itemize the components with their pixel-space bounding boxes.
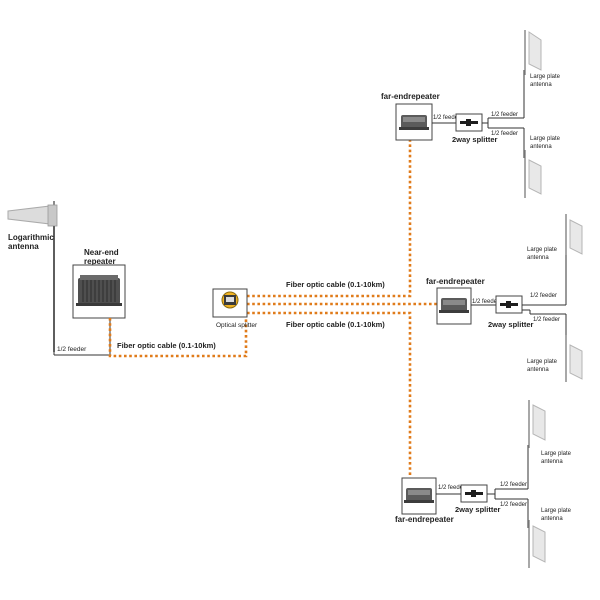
feeder-in-label: 1/2 feeder xyxy=(433,115,460,121)
branch-feeders xyxy=(487,445,529,528)
antenna-bottom-label-line1: Large plate xyxy=(541,508,572,514)
feeder-in-label: 1/2 feeder xyxy=(438,485,465,491)
branch-bottom: far-endrepeater 1/2 feeder 2way splitter… xyxy=(395,400,572,568)
antenna-top-label-line2: antenna xyxy=(527,255,549,261)
optical-splitter-label: Optical splitter xyxy=(216,322,258,329)
feeder-in-label: 1/2 feeder xyxy=(472,299,499,305)
two-way-splitter-label: 2way splitter xyxy=(455,505,501,514)
large-plate-antenna-top xyxy=(528,400,546,448)
fiber-cable-label-near: Fiber optic cable (0.1-10km) xyxy=(117,341,216,350)
antenna-bottom-label-line2: antenna xyxy=(530,144,552,150)
far-end-repeater-label: far-endrepeater xyxy=(381,92,440,101)
feeder-out-bottom-label: 1/2 feeder xyxy=(491,131,518,137)
near-end-repeater-label-line2: repeater xyxy=(84,257,116,266)
two-way-splitter-device xyxy=(460,119,478,126)
fiber-cable-label-top: Fiber optic cable (0.1-10km) xyxy=(286,280,385,289)
antenna-bottom-label-line2: antenna xyxy=(527,367,549,373)
feeder-out-top-label: 1/2 feeder xyxy=(500,482,527,488)
antenna-bottom-label-line2: antenna xyxy=(541,516,563,522)
logarithmic-antenna-label-line1: Logarithmic xyxy=(8,233,54,242)
logarithmic-antenna xyxy=(7,201,58,352)
antenna-bottom-label-line1: Large plate xyxy=(527,359,558,365)
branch-middle: far-endrepeater 1/2 feeder 2way splitter… xyxy=(426,214,583,382)
large-plate-antenna-bottom xyxy=(524,150,542,198)
large-plate-antenna-bottom xyxy=(565,335,583,382)
feeder-out-bottom-label: 1/2 feeder xyxy=(500,502,527,508)
two-way-splitter-device xyxy=(500,301,518,308)
two-way-splitter-device xyxy=(465,490,483,497)
logarithmic-antenna-label-line2: antenna xyxy=(8,242,39,251)
feeder-out-top-label: 1/2 feeder xyxy=(530,293,557,299)
far-end-repeater-label: far-endrepeater xyxy=(426,277,485,286)
antenna-top-label-line2: antenna xyxy=(530,82,552,88)
antenna-top-label-line1: Large plate xyxy=(541,451,572,457)
far-end-repeater-label: far-endrepeater xyxy=(395,515,454,524)
far-end-repeater-device xyxy=(404,488,434,503)
far-end-repeater-device xyxy=(439,298,469,313)
branch-feeders xyxy=(482,70,525,158)
antenna-bottom-label-line1: Large plate xyxy=(530,136,561,142)
feeder-out-top-label: 1/2 feeder xyxy=(491,112,518,118)
feeder-out-bottom-label: 1/2 feeder xyxy=(533,317,560,323)
antenna-top-label-line2: antenna xyxy=(541,459,563,465)
near-end-repeater-label-line1: Near-end xyxy=(84,248,119,257)
source-feeder-label: 1/2 feeder xyxy=(57,346,87,353)
large-plate-antenna-top xyxy=(565,214,583,255)
large-plate-antenna-bottom xyxy=(528,520,546,568)
two-way-splitter-label: 2way splitter xyxy=(488,320,534,329)
fiber-cable-label-middle: Fiber optic cable (0.1-10km) xyxy=(286,320,385,329)
branch-feeders xyxy=(522,250,567,345)
near-end-repeater-device xyxy=(76,275,122,306)
branch-top: far-endrepeater 1/2 feeder 2way splitter… xyxy=(381,30,561,198)
fiber-lines xyxy=(108,140,440,478)
far-end-repeater-device xyxy=(399,115,429,130)
antenna-top-label-line1: Large plate xyxy=(530,74,561,80)
large-plate-antenna-top xyxy=(524,30,542,75)
two-way-splitter-label: 2way splitter xyxy=(452,135,498,144)
optical-splitter-device xyxy=(221,291,239,309)
antenna-top-label-line1: Large plate xyxy=(527,247,558,253)
